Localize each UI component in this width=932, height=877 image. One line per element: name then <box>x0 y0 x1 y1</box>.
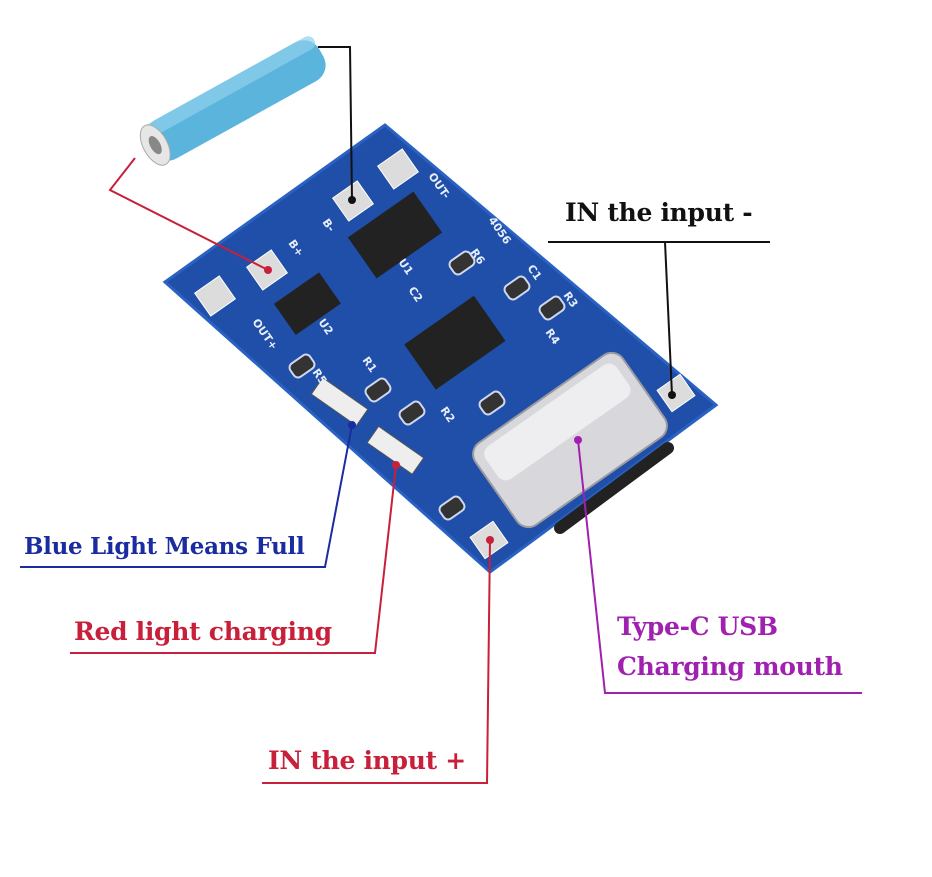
type-c-line <box>577 439 862 694</box>
usb-c-connector <box>472 351 668 529</box>
silk-b-minus: B- <box>320 216 338 234</box>
battery-minus-line <box>318 46 353 201</box>
pad-out-minus <box>376 148 420 190</box>
blue-light-line <box>20 424 353 568</box>
label-type-c-2: Charging mouth <box>617 652 843 681</box>
in-plus-line <box>262 539 491 784</box>
label-type-c-1: Type-C USB <box>617 612 778 641</box>
pad-in-minus <box>656 373 696 413</box>
battery-18650 <box>139 36 326 166</box>
red-light-line <box>70 464 397 654</box>
pcb-board: OUT- B- B+ OUT+ 4056 U1 U2 R1 R2 R3 R4 R… <box>162 123 719 574</box>
label-blue-light: Blue Light Means Full <box>24 533 305 560</box>
battery-plus-line <box>108 157 269 271</box>
led-red <box>366 425 425 475</box>
chip-u2 <box>273 272 341 336</box>
label-red-light: Red light charging <box>74 617 332 646</box>
label-in-plus: IN the input + <box>268 746 466 775</box>
chip-4056 <box>404 295 506 390</box>
label-in-minus: IN the input - <box>565 198 753 227</box>
chip-u1 <box>347 191 443 279</box>
led-blue <box>310 377 369 427</box>
pad-out-plus <box>193 275 237 317</box>
